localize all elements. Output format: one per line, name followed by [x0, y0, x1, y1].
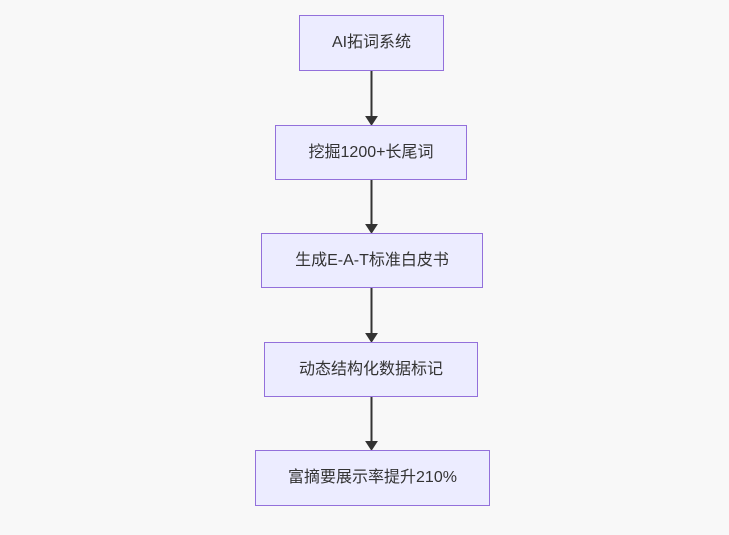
flow-node-dynamic-structured-data: 动态结构化数据标记	[264, 342, 478, 397]
flow-node-label: 动态结构化数据标记	[298, 360, 443, 378]
flow-node-label: 挖掘1200+长尾词	[308, 143, 434, 161]
flow-arrow-1	[365, 71, 378, 126]
flow-node-rich-snippet-rate: 富摘要展示率提升210%	[255, 450, 490, 506]
flow-node-label: AI拓词系统	[331, 34, 412, 51]
flow-node-mine-longtail-keywords: 挖掘1200+长尾词	[275, 125, 467, 180]
flow-node-label: 富摘要展示率提升210%	[288, 469, 457, 486]
flow-node-ai-word-expansion: AI拓词系统	[299, 15, 444, 71]
flow-node-label: 生成E-A-T标准白皮书	[295, 251, 449, 269]
flow-arrow-2	[365, 180, 378, 234]
flow-node-generate-eat-whitepaper: 生成E-A-T标准白皮书	[261, 233, 483, 288]
flow-arrow-3	[365, 288, 378, 343]
flow-arrow-4	[365, 397, 378, 451]
